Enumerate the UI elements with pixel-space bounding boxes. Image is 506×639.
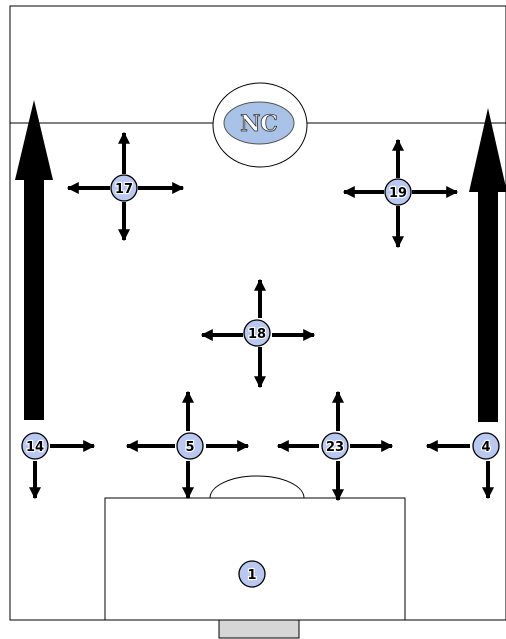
player-marker [176, 432, 204, 460]
player-marker [321, 432, 349, 460]
player-17: 17 [110, 174, 138, 202]
player-number: 18 [248, 327, 266, 342]
player-number: 17 [115, 182, 133, 197]
player-number: 4 [481, 440, 490, 455]
player-4: 4 [472, 432, 500, 460]
player-number: 1 [247, 568, 256, 583]
player-23: 23 [321, 432, 349, 460]
player-marker [238, 560, 266, 588]
player-14: 14 [21, 432, 49, 460]
player-marker [384, 178, 412, 206]
movement-arrows [29, 131, 494, 502]
player-18: 18 [243, 319, 271, 347]
goal-strip [218, 619, 300, 639]
player-marker [110, 174, 138, 202]
player-5: 5 [176, 432, 204, 460]
long-arrow-right [469, 108, 506, 422]
goal-box [104, 497, 406, 621]
player-number: 5 [185, 440, 194, 455]
player-number: 19 [389, 186, 407, 201]
long-arrow-left [15, 100, 53, 420]
player-marker [472, 432, 500, 460]
player-1: 1 [238, 560, 266, 588]
logo-shape [223, 101, 295, 145]
crease-arc [209, 475, 305, 499]
nc-logo-icon: NC [223, 101, 295, 145]
player-marker [243, 319, 271, 347]
player-19: 19 [384, 178, 412, 206]
player-number: 23 [326, 440, 344, 455]
logo-text: NC [240, 111, 278, 137]
player-number: 14 [26, 440, 44, 455]
player-marker [21, 432, 49, 460]
